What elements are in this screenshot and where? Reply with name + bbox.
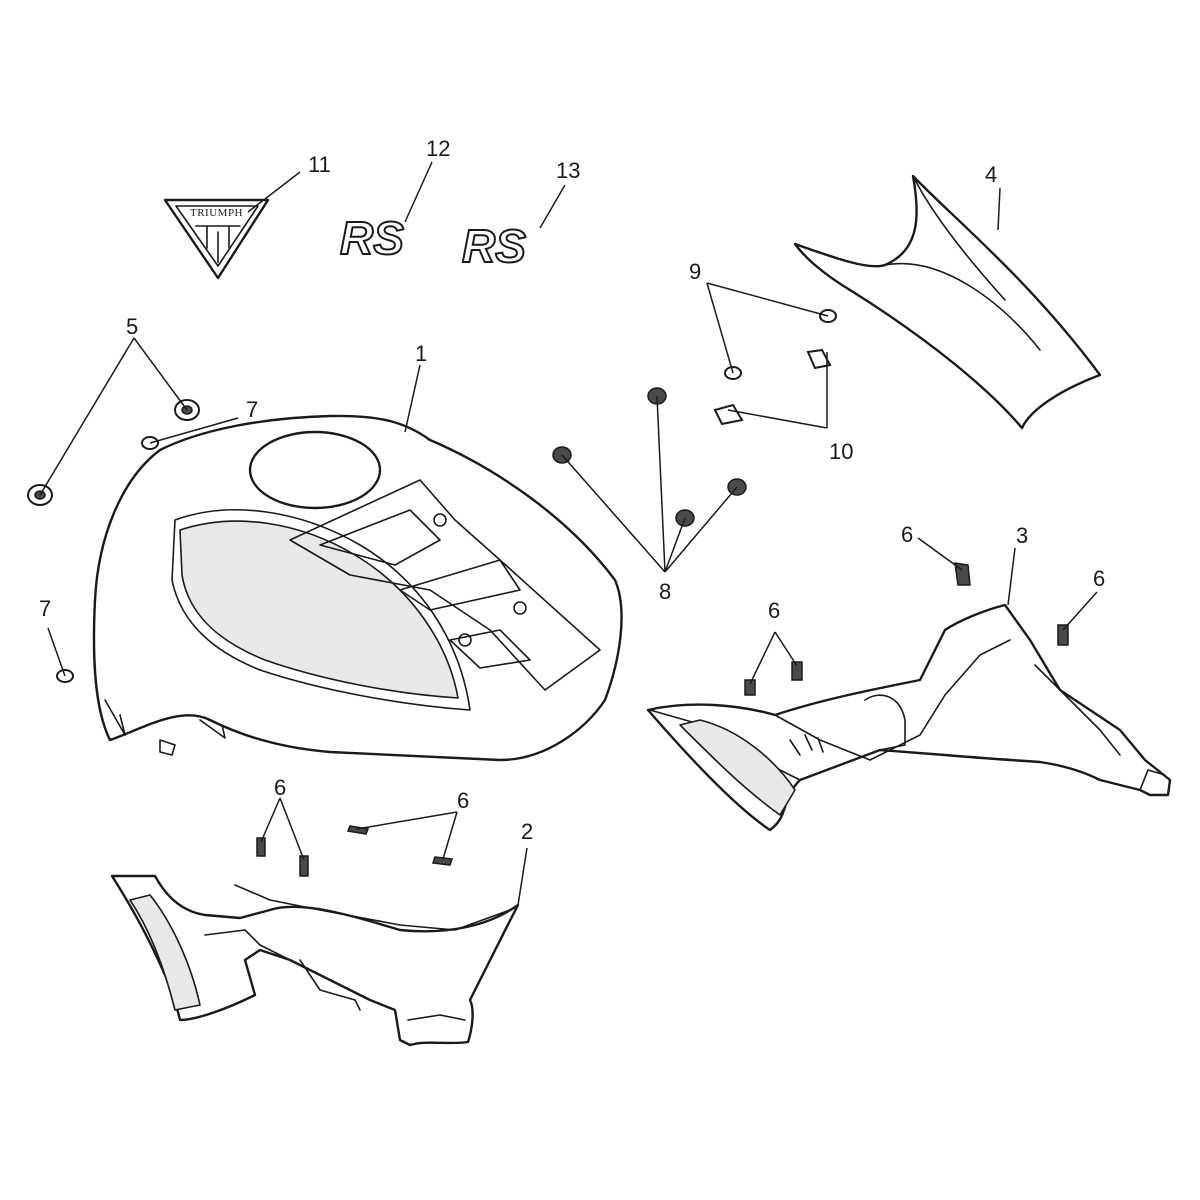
part-9-screws	[724, 309, 837, 380]
callout-4: 4	[985, 162, 997, 187]
callout-6-upper: 6	[901, 522, 913, 547]
part-2-left-lower-panel	[110, 874, 520, 1047]
rs-decal-left-text: RS	[340, 212, 404, 264]
part-8-grommets	[552, 387, 747, 527]
callout-6-middle: 6	[768, 598, 780, 623]
rs-decal-right-text: RS	[462, 220, 526, 272]
triumph-logo-text: TRIUMPH	[190, 207, 243, 219]
part-6-clips	[256, 562, 1069, 877]
part-1-fuel-tank-cover	[92, 414, 623, 762]
part-12-rs-decal: RS	[339, 211, 405, 265]
callout-9: 9	[689, 259, 701, 284]
part-11-triumph-badge: TRIUMPH	[163, 198, 270, 280]
callout-8: 8	[659, 579, 671, 604]
callout-3: 3	[1016, 523, 1028, 548]
leader-lines	[39, 161, 1098, 906]
part-3-right-lower-panel	[646, 603, 1172, 832]
part-4-rear-cover	[793, 174, 1102, 430]
callout-11: 11	[308, 152, 331, 177]
callout-5: 5	[126, 314, 138, 339]
callout-labels: 11 12 13 4 1 5 7 7 8 9 10 6 6 6 6 6 3 2	[39, 136, 1105, 844]
callout-6-right: 6	[1093, 566, 1105, 591]
part-10-clips	[713, 348, 832, 426]
callout-10: 10	[829, 439, 853, 464]
callout-6-lower-right: 6	[457, 788, 469, 813]
callout-7-top: 7	[246, 397, 258, 422]
callout-2: 2	[521, 819, 533, 844]
callout-7-left: 7	[39, 596, 51, 621]
callout-1: 1	[415, 341, 427, 366]
part-13-rs-decal: RS	[461, 219, 527, 273]
callout-6-lower-left: 6	[274, 775, 286, 800]
callout-12: 12	[426, 136, 450, 161]
callout-13: 13	[556, 158, 580, 183]
